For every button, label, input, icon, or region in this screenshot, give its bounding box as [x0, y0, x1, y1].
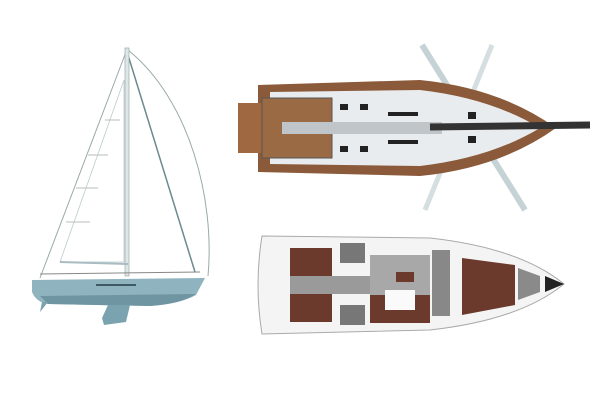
rudder: [40, 302, 48, 312]
bow-tip: [545, 276, 564, 292]
aft-cabin-starboard: [290, 294, 332, 322]
sail-battens: [66, 119, 120, 223]
saloon-table: [385, 290, 415, 310]
interior-layout: [257, 235, 565, 335]
mast: [124, 47, 130, 277]
boom: [59, 261, 129, 265]
chain-locker: [518, 268, 540, 300]
spinnaker-sail: [127, 49, 210, 277]
hull-windows: [96, 284, 136, 286]
fwd-head: [432, 250, 450, 316]
deck-rail: [39, 271, 201, 275]
hull-shadow: [40, 294, 196, 306]
deck-plan: [238, 43, 591, 212]
head-starboard: [340, 305, 365, 325]
boom-top: [429, 121, 591, 131]
corridor: [290, 276, 370, 294]
jib-sail: [39, 51, 127, 279]
forestay: [127, 54, 196, 273]
keel: [102, 305, 130, 325]
galley-island: [396, 272, 414, 282]
main-sail: [59, 79, 125, 263]
forward-cabin: [462, 258, 515, 315]
aft-cabin-port: [290, 248, 332, 276]
side-profile: [32, 47, 210, 325]
head-port: [340, 243, 365, 263]
deck-hatches: [340, 104, 476, 152]
swim-platform: [238, 103, 263, 153]
cockpit-table: [282, 122, 442, 134]
